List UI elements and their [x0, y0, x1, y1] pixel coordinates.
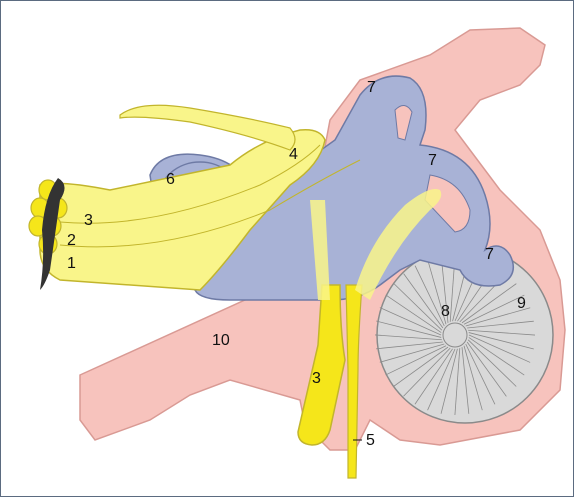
label-3-lower: 3 [312, 371, 321, 387]
label-8: 8 [441, 304, 450, 320]
label-1: 1 [67, 256, 76, 272]
label-7-right: 7 [485, 247, 494, 263]
label-2: 2 [67, 233, 76, 249]
label-9: 9 [517, 296, 526, 312]
label-5: 5 [366, 433, 375, 449]
label-6: 6 [166, 172, 175, 188]
label-7-top: 7 [367, 80, 376, 96]
label-7-mid: 7 [428, 153, 437, 169]
label-4: 4 [289, 147, 298, 163]
label-3-upper: 3 [84, 213, 93, 229]
label-10: 10 [212, 333, 230, 349]
